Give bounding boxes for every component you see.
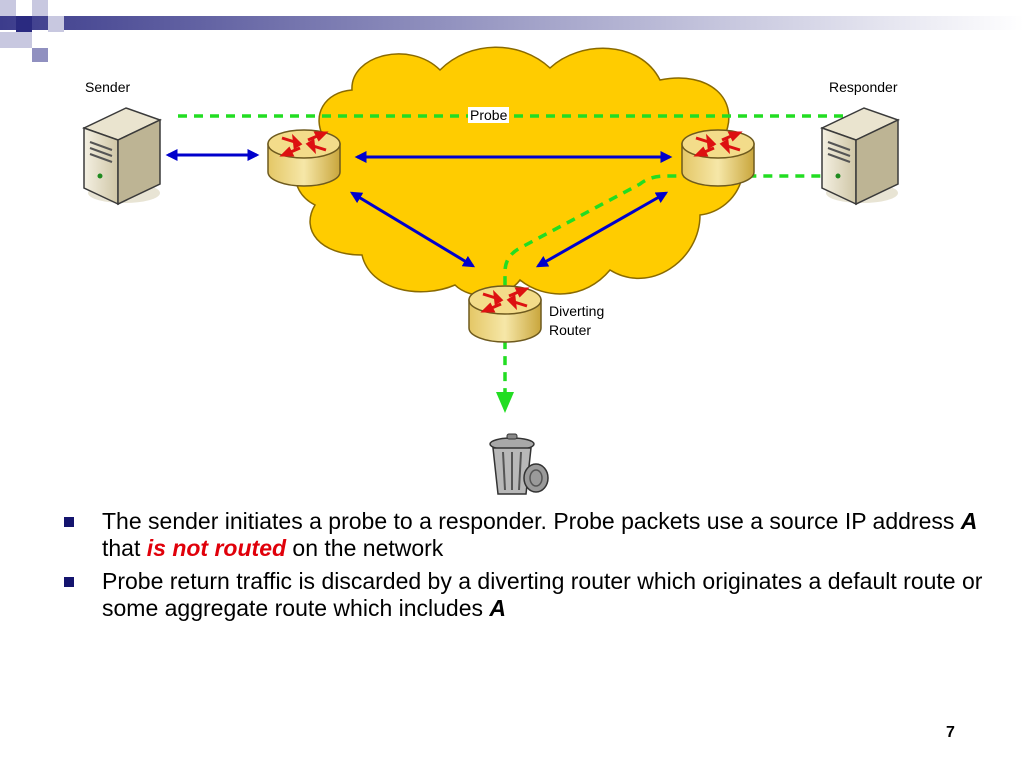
decor-square [16, 16, 32, 32]
router-icon [467, 284, 543, 344]
diverting-router-label-line1: Diverting [549, 303, 605, 319]
header-bar [0, 16, 1024, 30]
router-icon [266, 128, 342, 188]
bullet-text: The sender initiates a probe to a respon… [102, 508, 961, 534]
network-diagram [83, 46, 899, 495]
decor-square [48, 16, 64, 32]
sender-label: Sender [85, 79, 131, 95]
address-variable: A [489, 595, 507, 621]
responder-label: Responder [829, 79, 898, 95]
bullet-list: The sender initiates a probe to a respon… [62, 508, 992, 628]
address-variable: A [960, 508, 978, 534]
link-right-router-diverting [535, 191, 669, 268]
router-icon [680, 128, 756, 188]
decor-square [32, 48, 48, 62]
decor-square [0, 32, 16, 48]
decor-square [16, 32, 32, 48]
page-number: 7 [946, 724, 955, 741]
bullet-square-icon [64, 577, 74, 587]
decor-square [16, 0, 32, 16]
bullet-text: on the network [286, 535, 444, 561]
bullet-text: that [102, 535, 147, 561]
decor-square [0, 0, 16, 16]
network-cloud [294, 46, 744, 297]
bullet-text: Probe return traffic is discarded by a d… [102, 568, 983, 621]
server-icon [821, 107, 899, 205]
link-left-router-diverting [349, 191, 476, 268]
slide-header-decoration [0, 0, 1024, 62]
server-icon [83, 107, 161, 205]
diverting-router-label: Diverting Router [549, 302, 604, 340]
decor-square [32, 0, 48, 16]
diverting-router-label-line2: Router [549, 322, 592, 338]
bullet-item: The sender initiates a probe to a respon… [62, 508, 992, 562]
trash-can-icon [489, 433, 549, 495]
bullet-square-icon [64, 517, 74, 527]
probe-label: Probe [468, 107, 510, 123]
probe-arrowhead [496, 392, 514, 413]
emphasis-text: is not routed [146, 535, 287, 561]
bullet-item: Probe return traffic is discarded by a d… [62, 568, 992, 622]
